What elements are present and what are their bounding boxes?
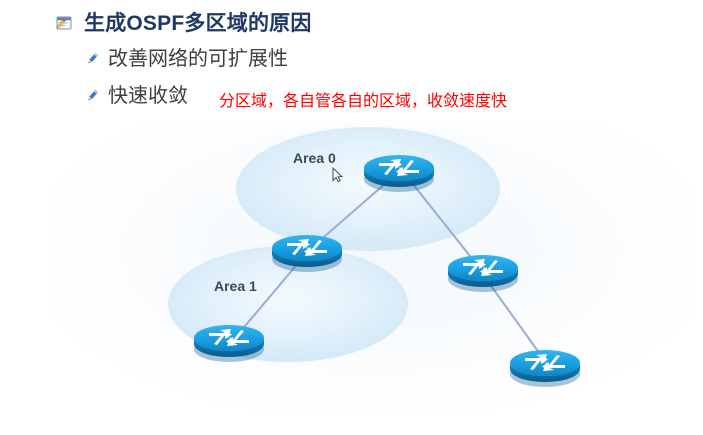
- link-external-chain: [488, 282, 541, 355]
- router-external-lower[interactable]: [510, 350, 580, 387]
- bullet-label-2: 快速收敛: [108, 85, 188, 107]
- router-arrows-icon: [463, 259, 503, 276]
- area-label-0: Area 0: [293, 150, 336, 166]
- area-ellipse-0: [236, 127, 500, 251]
- topology-links: [239, 182, 541, 355]
- router-abr[interactable]: [272, 235, 342, 272]
- note-pencil-icon: [56, 16, 72, 30]
- link-backbone-external: [411, 182, 475, 262]
- link-abr-area1: [239, 261, 300, 333]
- router-external-upper[interactable]: [448, 255, 518, 292]
- router-arrows-icon: [525, 354, 565, 371]
- area-label-1: Area 1: [214, 278, 257, 294]
- mouse-pointer-icon: [332, 166, 344, 183]
- red-annotation-text: 分区域，各自管各自的区域，收敛速度快: [219, 93, 508, 110]
- router-area0-backbone[interactable]: [364, 155, 434, 192]
- pencil-bullet-icon: [88, 89, 98, 101]
- bullet-label-1: 改善网络的可扩展性: [108, 48, 288, 70]
- routers: [194, 155, 580, 387]
- router-arrows-icon: [379, 159, 419, 176]
- slide-title-row: 生成OSPF多区域的原因: [56, 12, 312, 35]
- pencil-bullet-icon: [88, 52, 98, 64]
- link-backbone-abr: [316, 182, 387, 244]
- bullet-item-1: 改善网络的可扩展性: [84, 48, 288, 71]
- router-arrows-icon: [287, 239, 327, 256]
- bullet-item-2: 快速收敛: [84, 85, 188, 108]
- router-area1-internal[interactable]: [194, 325, 264, 362]
- router-arrows-icon: [209, 329, 249, 346]
- page-title: 生成OSPF多区域的原因: [84, 12, 312, 35]
